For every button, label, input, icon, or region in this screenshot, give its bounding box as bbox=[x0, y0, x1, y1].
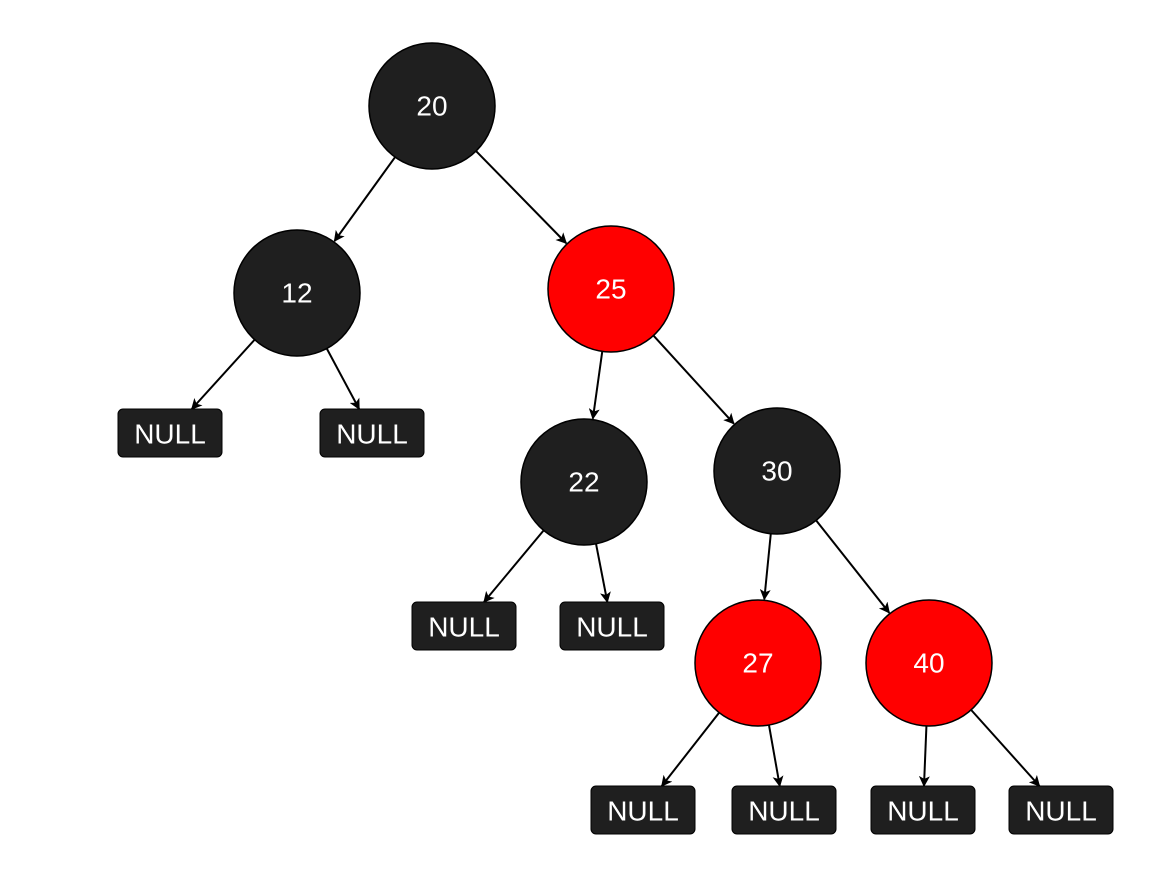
tree-node-20: 20 bbox=[368, 42, 496, 170]
node-value-label: 22 bbox=[568, 467, 599, 498]
null-leaf-box bbox=[590, 785, 696, 835]
edge-n40-to-null-40-left bbox=[918, 725, 930, 788]
null-leaf-22-right: NULL bbox=[559, 601, 665, 651]
null-leaf-label: NULL bbox=[428, 612, 500, 643]
null-leaf-label: NULL bbox=[1025, 796, 1097, 827]
null-leaf-12-left: NULL bbox=[117, 408, 223, 458]
edge-n12-to-null-12-left bbox=[191, 338, 256, 410]
edge-n27-to-null-27-right bbox=[767, 724, 784, 788]
node-value-label: 40 bbox=[913, 648, 944, 679]
null-leaf-label: NULL bbox=[336, 419, 408, 450]
tree-node-40: 40 bbox=[865, 599, 993, 727]
node-value-label: 25 bbox=[595, 274, 626, 305]
null-leaf-27-right: NULL bbox=[731, 785, 837, 835]
edge-n12-to-null-12-right bbox=[325, 348, 361, 410]
edge-n25-to-n30 bbox=[652, 334, 735, 425]
node-value-label: 30 bbox=[761, 456, 792, 487]
null-leaf-label: NULL bbox=[887, 796, 959, 827]
red-node-circle bbox=[865, 599, 993, 727]
node-value-label: 20 bbox=[416, 91, 447, 122]
null-leaf-box bbox=[319, 408, 425, 458]
null-leaf-label: NULL bbox=[134, 419, 206, 450]
edge-n30-to-n40 bbox=[815, 519, 891, 614]
null-leaf-40-right: NULL bbox=[1008, 785, 1114, 835]
null-leaf-label: NULL bbox=[748, 796, 820, 827]
null-leaf-27-left: NULL bbox=[590, 785, 696, 835]
null-leaf-22-left: NULL bbox=[411, 601, 517, 651]
node-value-label: 12 bbox=[281, 278, 312, 309]
null-leaf-box bbox=[731, 785, 837, 835]
tree-node-22: 22 bbox=[520, 418, 648, 546]
null-leaf-box bbox=[411, 601, 517, 651]
null-leaf-box bbox=[117, 408, 223, 458]
black-node-circle bbox=[233, 229, 361, 357]
red-node-circle bbox=[547, 225, 675, 353]
tree-node-25: 25 bbox=[547, 225, 675, 353]
edge-n40-to-null-40-right bbox=[970, 709, 1041, 787]
black-node-circle bbox=[520, 418, 648, 546]
null-leaf-40-left: NULL bbox=[870, 785, 976, 835]
edge-n20-to-n25 bbox=[475, 150, 568, 245]
edge-n25-to-n22 bbox=[588, 351, 604, 420]
edge-n22-to-null-22-right bbox=[595, 543, 611, 604]
null-leaf-label: NULL bbox=[576, 612, 648, 643]
tree-node-27: 27 bbox=[694, 599, 822, 727]
red-node-circle bbox=[694, 599, 822, 727]
edges-layer bbox=[191, 150, 1041, 788]
node-value-label: 27 bbox=[742, 648, 773, 679]
null-leaf-box bbox=[1008, 785, 1114, 835]
edge-n20-to-n12 bbox=[333, 156, 396, 243]
null-leaf-12-right: NULL bbox=[319, 408, 425, 458]
tree-node-12: 12 bbox=[233, 229, 361, 357]
edge-n30-to-n27 bbox=[759, 533, 772, 601]
black-node-circle bbox=[713, 407, 841, 535]
null-leaf-box bbox=[559, 601, 665, 651]
null-leaf-box bbox=[870, 785, 976, 835]
edge-n27-to-null-27-left bbox=[660, 712, 720, 787]
edge-n22-to-null-22-left bbox=[483, 529, 545, 603]
black-node-circle bbox=[368, 42, 496, 170]
tree-node-30: 30 bbox=[713, 407, 841, 535]
null-leaf-label: NULL bbox=[607, 796, 679, 827]
